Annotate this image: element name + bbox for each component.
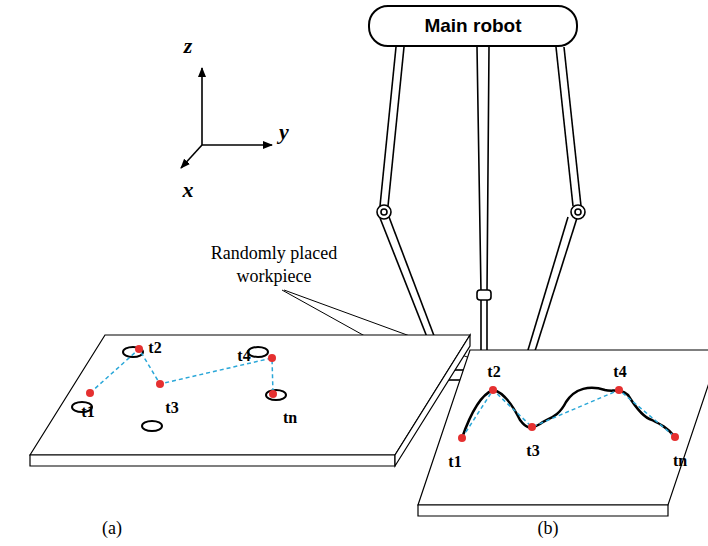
plate-b [418, 350, 708, 516]
axis-label: x [183, 177, 194, 203]
axis-label: y [279, 119, 289, 145]
point-label: t1 [81, 403, 94, 421]
curve-seam [462, 388, 675, 438]
target-point [86, 345, 277, 398]
point-label: t4 [237, 347, 250, 365]
hole [72, 347, 286, 431]
panel-label: (a) [102, 518, 122, 539]
target-point [458, 386, 679, 442]
axes [181, 68, 272, 168]
node-label: Main robot [424, 15, 521, 37]
point-label: t1 [448, 453, 461, 471]
plate-a [30, 335, 470, 466]
point-label: tn [673, 452, 687, 470]
point-label: t3 [526, 442, 539, 460]
point-label: t2 [148, 339, 161, 357]
point-label: tn [283, 409, 297, 427]
point-label: t4 [613, 363, 626, 381]
callout-text: Randomly placed workpiece [199, 242, 349, 287]
panel-label: (b) [538, 518, 559, 539]
point-label: t2 [487, 363, 500, 381]
path-b [462, 390, 675, 438]
axis-label: z [184, 33, 193, 59]
point-label: t3 [165, 399, 178, 417]
robot-box: Main robot [368, 5, 578, 47]
